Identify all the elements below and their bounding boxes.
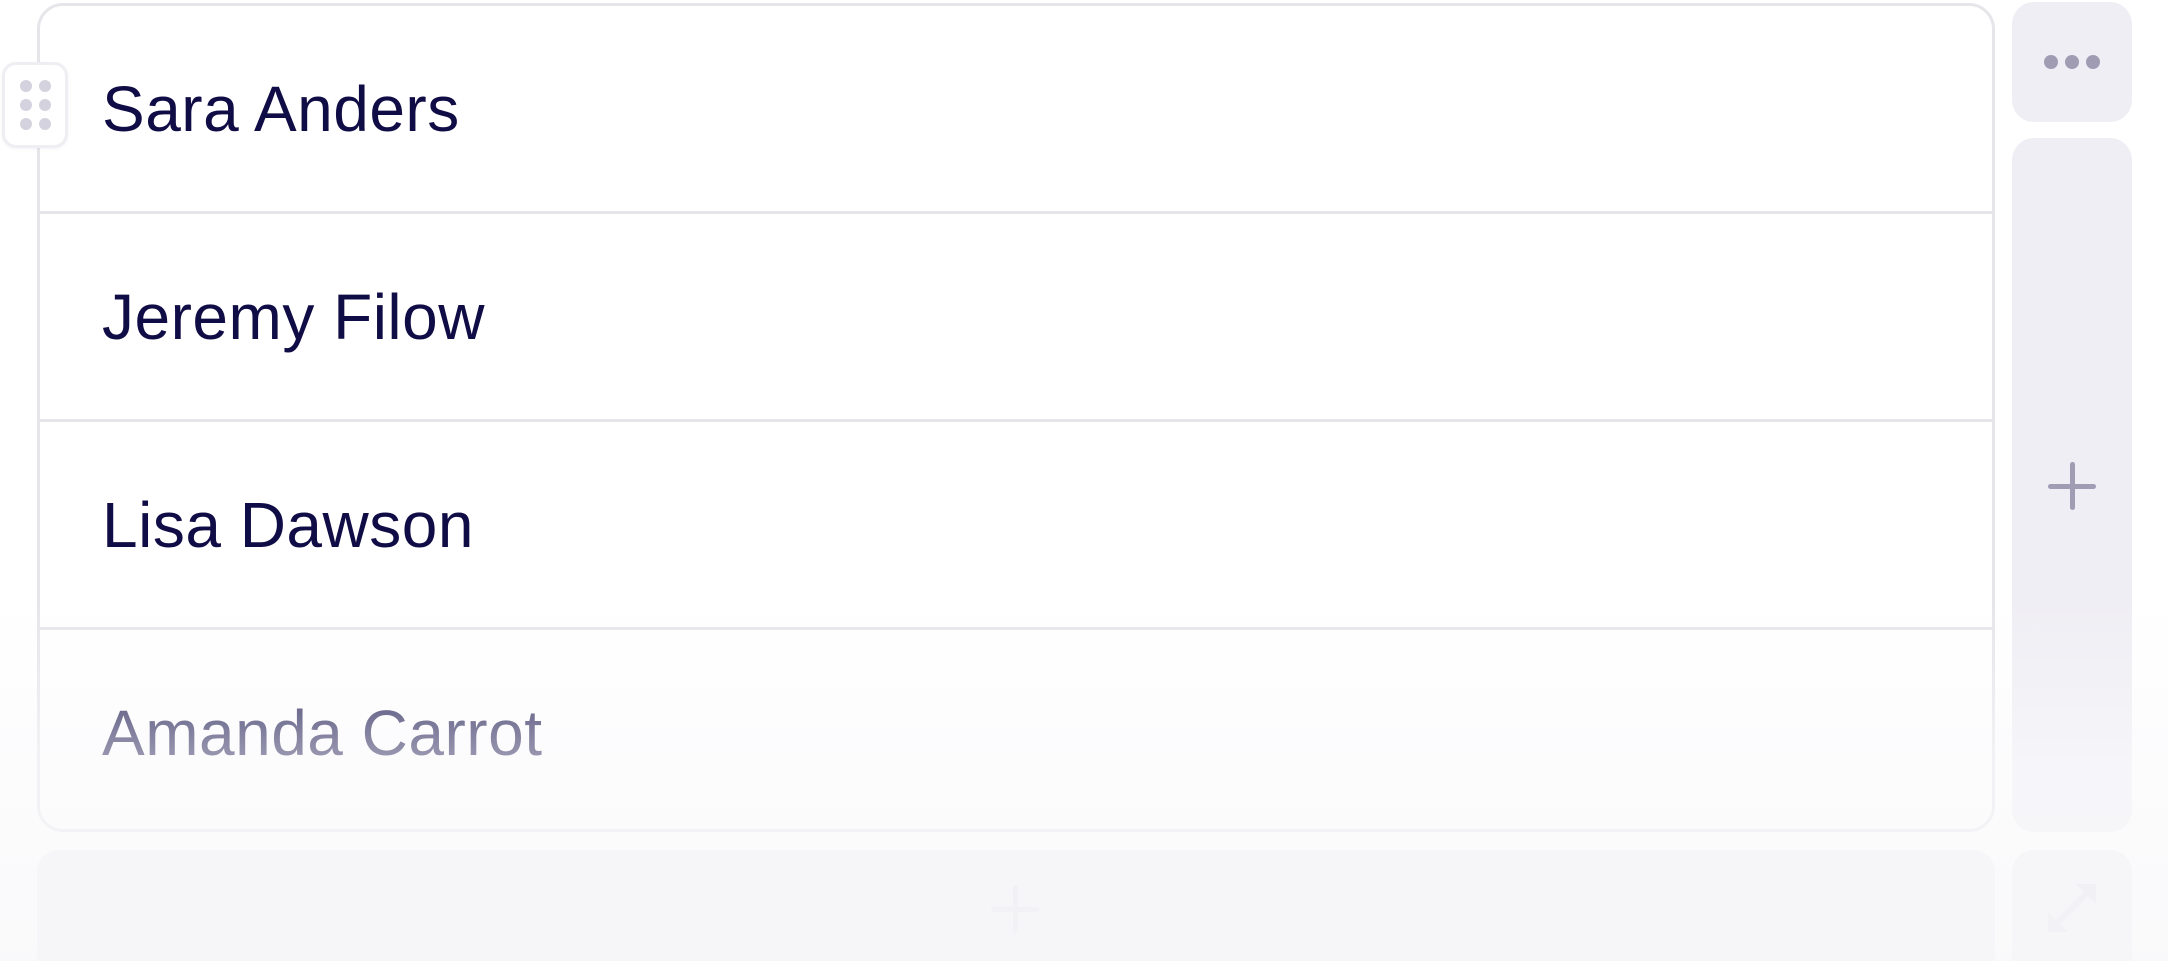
grip-dots-icon bbox=[19, 99, 32, 111]
add-row-button[interactable] bbox=[37, 850, 1995, 961]
resize-diagonal-icon bbox=[2048, 884, 2096, 932]
table-row[interactable]: Lisa Dawson bbox=[40, 422, 1992, 630]
table-row[interactable]: Jeremy Filow bbox=[40, 214, 1992, 422]
more-horizontal-icon bbox=[2065, 55, 2079, 69]
table-cell[interactable]: Amanda Carrot bbox=[102, 697, 543, 769]
grip-dots-icon bbox=[38, 99, 51, 111]
grip-dots-icon bbox=[19, 118, 32, 130]
row-drag-handle[interactable] bbox=[2, 62, 68, 148]
table-cell[interactable]: Lisa Dawson bbox=[102, 488, 474, 561]
more-horizontal-icon bbox=[2044, 55, 2058, 69]
plus-icon bbox=[2048, 462, 2096, 510]
grip-dots-icon bbox=[38, 80, 51, 92]
table-menu-button[interactable] bbox=[2012, 2, 2132, 122]
plus-icon bbox=[991, 885, 1039, 933]
table-row[interactable]: Amanda Carrot bbox=[40, 630, 1992, 829]
grip-dots-icon bbox=[19, 80, 32, 92]
table-cell[interactable]: Jeremy Filow bbox=[102, 280, 485, 353]
resize-table-button[interactable] bbox=[2012, 850, 2132, 961]
table-row[interactable]: Sara Anders bbox=[40, 6, 1992, 214]
data-table: Sara Anders Jeremy Filow Lisa Dawson Ama… bbox=[37, 3, 1995, 832]
more-horizontal-icon bbox=[2086, 55, 2100, 69]
table-cell[interactable]: Sara Anders bbox=[102, 72, 460, 145]
add-column-button[interactable] bbox=[2012, 138, 2132, 832]
grip-dots-icon bbox=[38, 118, 51, 130]
